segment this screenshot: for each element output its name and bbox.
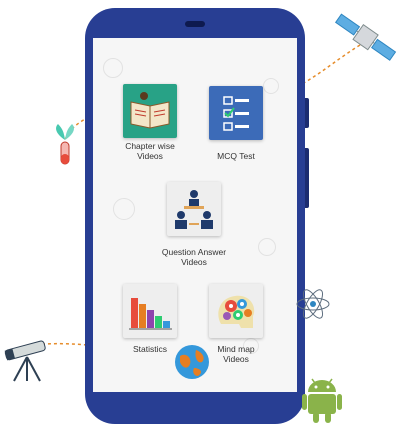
background-doodle <box>243 338 259 354</box>
question-answer-videos-tile[interactable] <box>167 182 221 236</box>
plant-flask-icon <box>56 124 74 165</box>
checklist-icon <box>223 96 249 131</box>
telescope-icon <box>4 340 46 382</box>
mind-map-videos-label: Mind map Videos <box>217 344 255 364</box>
phone-side-button <box>305 98 309 128</box>
chapter-videos-tile[interactable] <box>123 84 177 138</box>
brain-gears-icon <box>218 295 255 328</box>
phone-side-button <box>305 148 309 208</box>
statistics-label: Statistics <box>132 344 167 354</box>
atom-icon <box>296 289 330 319</box>
phone-speaker <box>185 21 205 27</box>
android-icon <box>302 378 342 423</box>
background-doodle <box>113 198 135 220</box>
bar-chart-icon <box>129 298 172 330</box>
satellite-icon <box>334 13 397 61</box>
mcq-test-tile[interactable] <box>209 86 263 140</box>
background-doodle <box>263 78 279 94</box>
question-answer-videos-label: Question Answer Videos <box>161 247 227 267</box>
classroom-icon <box>175 190 213 229</box>
chapter-videos-label: Chapter wise Videos <box>125 141 175 161</box>
mind-map-videos-tile[interactable] <box>209 284 263 338</box>
globe-icon <box>175 345 209 379</box>
background-doodle <box>103 58 123 78</box>
mcq-test-label: MCQ Test <box>217 151 255 161</box>
background-doodle <box>258 238 276 256</box>
phone-screen: Chapter wise Videos MCQ Test <box>93 38 297 392</box>
statistics-tile[interactable] <box>123 284 177 338</box>
book-icon <box>130 92 170 129</box>
